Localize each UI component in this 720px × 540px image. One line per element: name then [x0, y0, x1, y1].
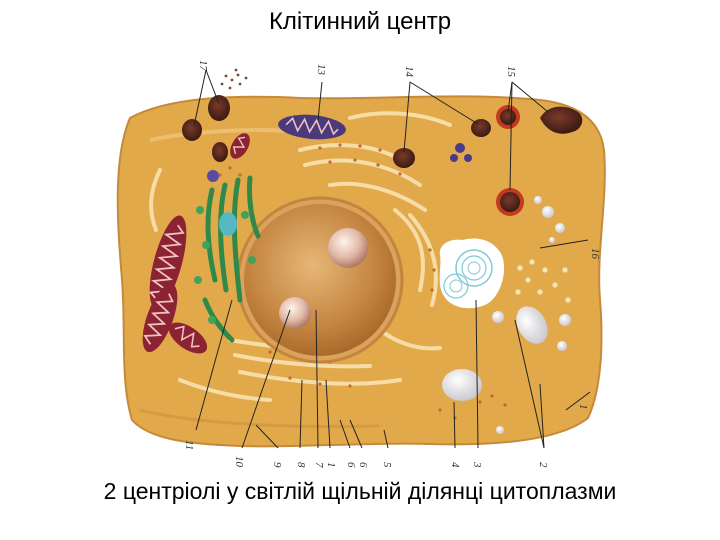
callout-13: 13 — [315, 64, 327, 76]
slide-caption: 2 центріолі у світлій щільній ділянці ци… — [103, 478, 617, 504]
callout-10: 10 — [233, 456, 245, 468]
callout-14: 14 — [403, 66, 415, 78]
callout-16: 16 — [589, 248, 601, 260]
vesicle — [207, 170, 219, 182]
callout-labels: 17 13 14 15 16 1 2 3 4 5 6 6 1 7 8 9 10 … — [183, 60, 601, 468]
callout-5: 5 — [381, 462, 393, 468]
lysosomes — [182, 95, 583, 216]
secretory-granules — [514, 258, 572, 304]
mitochondria — [142, 114, 346, 354]
vesicle — [219, 212, 237, 236]
callout-2: 2 — [537, 462, 549, 468]
nucleolus — [279, 297, 311, 329]
vacuole — [516, 306, 548, 344]
nucleolus — [328, 228, 368, 268]
slide-title: Клітинний центр — [268, 8, 452, 35]
callout-11: 11 — [183, 440, 195, 450]
peroxisomes — [450, 143, 472, 162]
callout-1-bottom: 1 — [325, 462, 337, 468]
callout-7: 7 — [313, 462, 325, 468]
nucleus — [236, 196, 404, 364]
callout-1-right: 1 — [577, 404, 589, 410]
callout-6: 6 — [357, 462, 369, 468]
callout-17: 17 — [197, 60, 209, 72]
callout-3: 3 — [471, 461, 483, 468]
callout-lines — [193, 69, 591, 449]
centrosome-zone — [439, 238, 505, 309]
vacuole — [442, 369, 482, 401]
callout-8: 8 — [295, 462, 307, 468]
callout-9: 9 — [271, 462, 283, 468]
callout-4: 4 — [449, 462, 461, 468]
golgi-apparatus — [202, 175, 261, 343]
callout-15: 15 — [505, 66, 517, 78]
callout-6b: 6 — [345, 462, 357, 468]
